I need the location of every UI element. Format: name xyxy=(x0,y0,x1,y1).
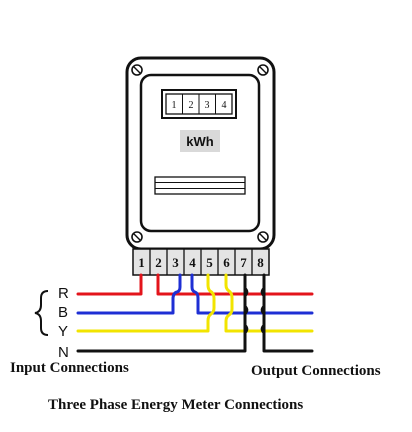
terminal-number: 5 xyxy=(206,255,213,270)
wire-y-input xyxy=(76,273,216,333)
terminal-number: 7 xyxy=(240,255,247,270)
phase-label-y: Y xyxy=(58,323,68,340)
phase-brace xyxy=(34,290,49,336)
wire-n-output xyxy=(262,273,314,353)
dial-digit: 2 xyxy=(189,100,194,111)
terminal-number: 6 xyxy=(223,255,230,270)
input-connections-label: Input Connections xyxy=(10,360,129,376)
energy-meter: 1 2 3 4 kWh xyxy=(125,56,276,251)
phase-label-r: R xyxy=(58,285,69,302)
screw-icon-bottom-left xyxy=(131,231,143,243)
terminal-separators xyxy=(149,249,253,275)
screw-icon-bottom-right xyxy=(257,231,269,243)
diagram-caption: Three Phase Energy Meter Connections xyxy=(48,397,303,413)
screw-icon-top-left xyxy=(131,64,143,76)
wiring xyxy=(76,273,314,353)
terminal-number: 1 xyxy=(138,255,145,270)
wire-r-output xyxy=(156,273,314,296)
terminal-number: 4 xyxy=(189,255,196,270)
meter-disc-window xyxy=(154,176,246,195)
terminal-number: 8 xyxy=(257,255,264,270)
wire-b-output xyxy=(190,273,314,315)
kwh-label-box xyxy=(180,130,220,152)
kwh-label: kWh xyxy=(186,134,214,149)
dial-digit: 1 xyxy=(172,100,177,111)
phase-labels: R B Y N xyxy=(34,285,69,361)
dial-counter: 1 2 3 4 xyxy=(161,89,237,119)
wire-r-input xyxy=(76,273,143,296)
output-connections-label: Output Connections xyxy=(251,363,381,379)
phase-label-n: N xyxy=(58,344,69,361)
dial-digit: 4 xyxy=(222,100,227,111)
screw-icon-top-right xyxy=(257,64,269,76)
wire-b-input xyxy=(76,273,182,315)
terminal-number: 2 xyxy=(155,255,162,270)
neutral-crossover-loops xyxy=(243,286,266,335)
dial-digit: 3 xyxy=(205,100,210,111)
terminal-number: 3 xyxy=(172,255,179,270)
terminal-block: 1 2 3 4 5 6 7 8 xyxy=(132,248,270,276)
wire-n-input xyxy=(76,273,247,353)
phase-label-b: B xyxy=(58,304,68,321)
wire-y-output xyxy=(224,273,314,333)
